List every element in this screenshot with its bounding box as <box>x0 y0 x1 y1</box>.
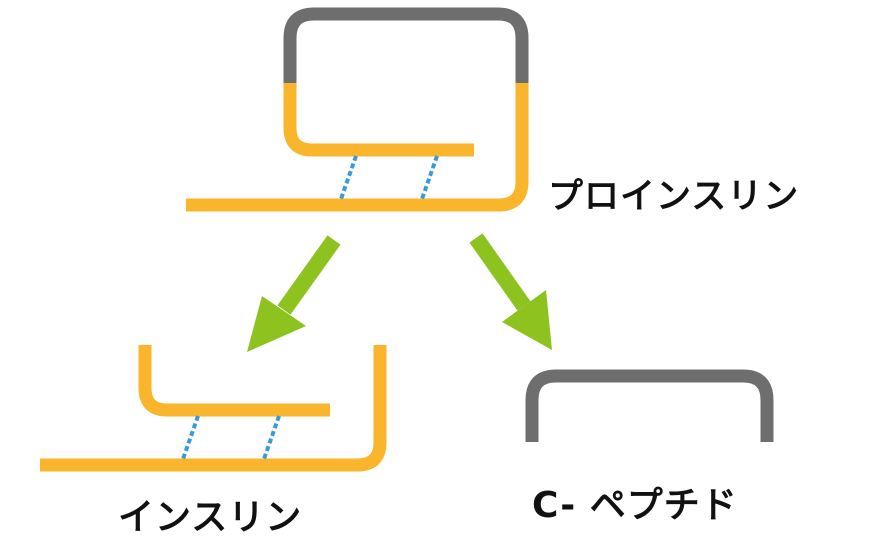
insulin-disulfide-bond-1 <box>181 415 200 460</box>
arrow-to-c-peptide-head <box>502 290 552 350</box>
c-peptide-label: C- ペプチド <box>532 485 738 526</box>
insulin-label: インスリン <box>118 497 303 538</box>
proinsulin-disulfide-bond-2 <box>420 155 439 200</box>
arrow-to-c-peptide <box>469 233 552 350</box>
insulin-disulfide-bond-2 <box>262 415 281 460</box>
insulin-molecule <box>40 345 387 472</box>
proinsulin-c-peptide-segment <box>283 7 529 88</box>
arrow-to-insulin-head <box>247 296 306 352</box>
proinsulin-molecule <box>186 7 529 212</box>
proinsulin-disulfide-bond-1 <box>339 155 358 200</box>
insulin-a-chain <box>138 345 330 417</box>
proinsulin-a-chain <box>283 83 474 157</box>
proinsulin-b-chain <box>186 83 529 212</box>
c-peptide-chain <box>525 369 774 442</box>
c-peptide-molecule <box>525 369 774 442</box>
insulin-b-chain <box>40 345 387 472</box>
proinsulin-label: プロインスリン <box>548 177 800 217</box>
arrow-to-insulin <box>247 235 341 352</box>
